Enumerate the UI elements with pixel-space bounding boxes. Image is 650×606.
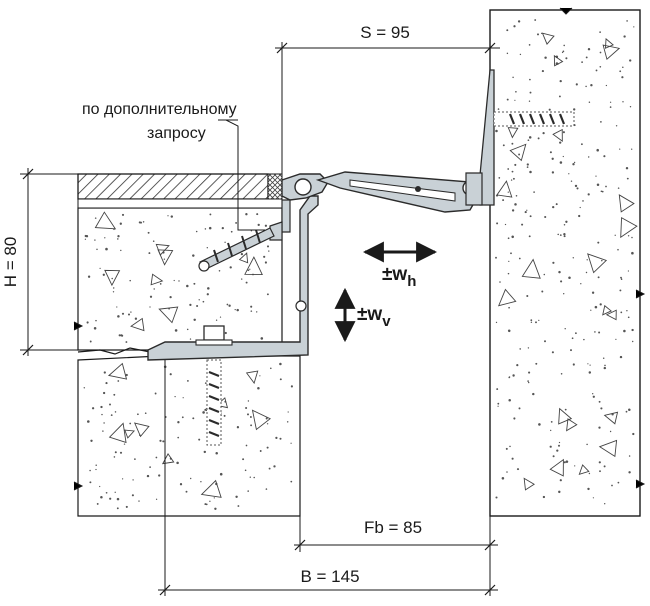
break-marks	[73, 7, 646, 491]
anchor-fin	[198, 227, 275, 272]
dimension-h: H = 80	[1, 168, 148, 356]
wv-label: ±wv	[357, 304, 391, 330]
dimension-s: S = 95	[275, 23, 500, 174]
dimension-h-label: H = 80	[1, 237, 20, 288]
left-lower-slab	[77, 355, 301, 517]
note-line-2: запросу	[147, 125, 206, 142]
dimension-fb: Fb = 85	[294, 516, 498, 552]
right-aluminium-profile	[465, 69, 495, 206]
right-anchor-screw	[493, 111, 575, 127]
bottom-anchor-bolt	[195, 325, 233, 446]
floor-covering	[77, 173, 283, 209]
dimension-b-label: B = 145	[300, 567, 359, 586]
left-upper-slab	[77, 207, 283, 351]
sliding-cover-plate	[315, 171, 479, 213]
vertical-movement-indicator: ±wv	[334, 287, 391, 343]
right-concrete-wall	[489, 9, 641, 517]
dimension-fb-label: Fb = 85	[364, 518, 422, 537]
wh-label: ±wh	[382, 264, 416, 290]
horizontal-movement-indicator: ±wh	[362, 241, 438, 290]
note-on-request: по дополнительному запросу	[82, 101, 265, 231]
note-line-1: по дополнительному	[82, 101, 237, 118]
dimension-s-label: S = 95	[360, 23, 410, 42]
dimension-b: B = 145	[158, 360, 498, 596]
